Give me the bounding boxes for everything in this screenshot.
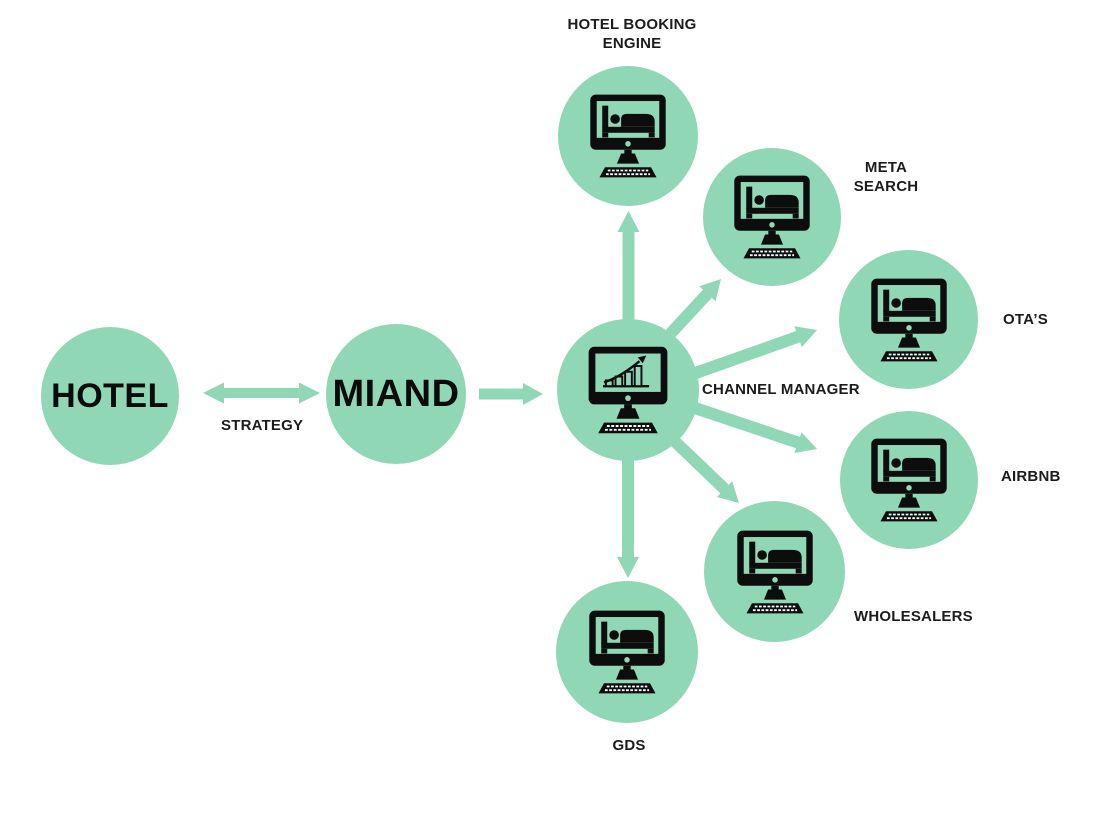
node-miand: MIAND (326, 324, 466, 464)
meta-search-label: META SEARCH (853, 159, 919, 195)
wholesalers-label: WHOLESALERS (854, 608, 973, 625)
airbnb-label: AIRBNB (1001, 468, 1061, 485)
gds-label: GDS (612, 737, 646, 754)
node-hotel-booking-engine (558, 66, 698, 206)
node-airbnb (840, 411, 978, 549)
bed-monitor-icon (729, 526, 821, 618)
bed-monitor-icon (863, 434, 955, 526)
node-otas (839, 250, 978, 389)
arrow-cm-hotel-booking-engine (617, 211, 640, 340)
bed-monitor-icon (581, 606, 673, 698)
arrow-cm-airbnb (693, 402, 817, 453)
hotel-label: HOTEL (51, 376, 169, 415)
node-meta-search (703, 148, 841, 286)
arrow-cm-otas (688, 326, 817, 381)
arrow-miand-channel-manager (479, 383, 543, 405)
arrow-cm-gds (617, 450, 639, 578)
bed-monitor-icon (863, 274, 955, 366)
miand-label: MIAND (332, 372, 460, 415)
chart-monitor-icon (580, 342, 676, 438)
hotel-booking-engine-label: HOTEL BOOKING ENGINE (567, 16, 697, 52)
node-wholesalers (704, 501, 845, 642)
channel-manager-label: CHANNEL MANAGER (702, 381, 860, 398)
arrow-cm-wholesalers (660, 427, 739, 503)
node-hotel: HOTEL (41, 327, 179, 465)
node-gds (556, 581, 698, 723)
arrow-cm-meta-search (655, 279, 721, 350)
node-channel-manager (557, 319, 699, 461)
strategy-label: STRATEGY (221, 417, 304, 434)
bed-monitor-icon (726, 171, 818, 263)
otas-label: OTA’S (1003, 311, 1048, 328)
arrow-hotel-miand-bidirectional (203, 382, 320, 404)
bed-monitor-icon (582, 90, 674, 182)
